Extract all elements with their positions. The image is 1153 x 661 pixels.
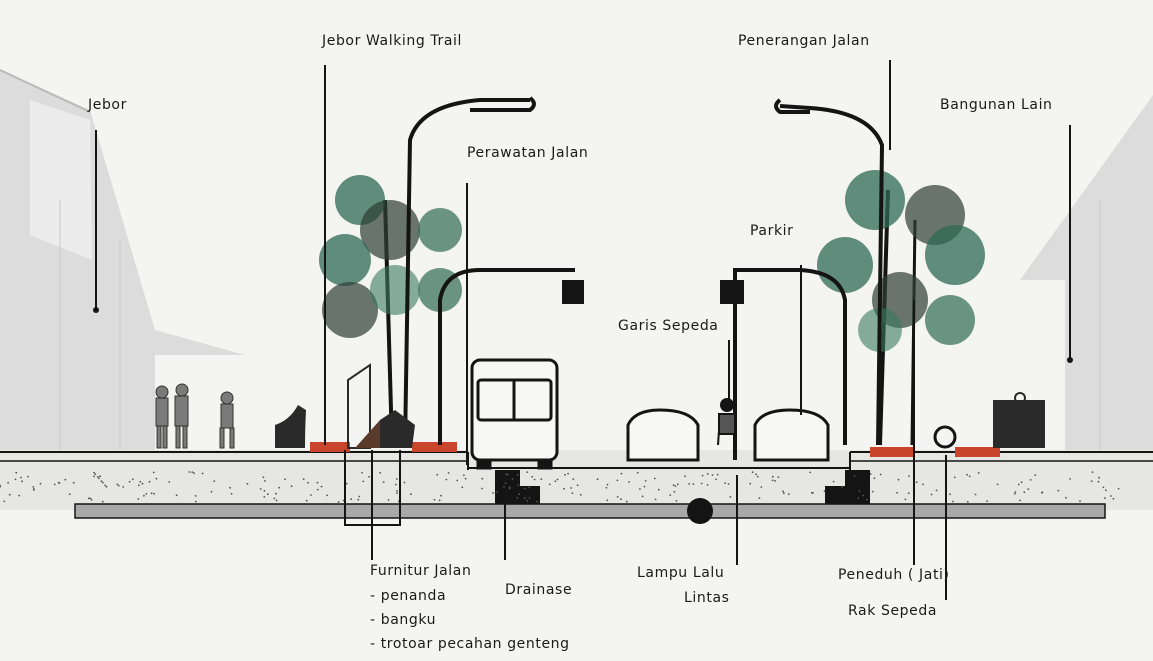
leader-dots	[93, 307, 1073, 363]
cyclist	[717, 398, 737, 446]
planter-boxes	[310, 442, 1000, 457]
leader-lines	[95, 60, 1071, 600]
label-penanda: - penanda	[370, 588, 447, 604]
parked-car-left	[626, 408, 700, 462]
tree-right	[817, 170, 985, 446]
bus	[470, 358, 559, 470]
bike-rack	[933, 425, 957, 449]
label-jebor-walking-trail: Jebor Walking Trail	[322, 33, 463, 49]
label-bangunan-lain: Bangunan Lain	[940, 97, 1053, 113]
trash-bin	[993, 392, 1045, 448]
label-peneduh: Peneduh ( Jati)	[838, 567, 950, 583]
label-rak-sepeda: Rak Sepeda	[848, 603, 938, 619]
bangunan-lain-building-right	[1020, 95, 1153, 450]
label-penerangan-jalan: Penerangan Jalan	[738, 33, 870, 49]
label-trotoar: - trotoar pecahan genteng	[370, 636, 570, 652]
label-parkir: Parkir	[750, 223, 794, 239]
label-lintas: Lintas	[684, 590, 730, 606]
label-drainase: Drainase	[505, 582, 573, 598]
label-garis-sepeda: Garis Sepeda	[618, 318, 719, 334]
label-perawatan-jalan: Perawatan Jalan	[467, 145, 589, 161]
pedestrians	[155, 383, 235, 449]
street-furniture	[275, 363, 415, 449]
jebor-building-left	[0, 69, 245, 450]
label-jebor: Jebor	[88, 97, 127, 113]
traffic-light-left	[438, 268, 584, 445]
street-light-left	[403, 96, 536, 446]
road-cross-section	[0, 450, 1153, 524]
parked-car-right	[753, 408, 830, 462]
label-furnitur-jalan: Furnitur Jalan	[370, 563, 472, 579]
label-lampu-lalu: Lampu Lalu	[637, 565, 725, 581]
label-bangku: - bangku	[370, 612, 437, 628]
street-light-right	[774, 98, 885, 446]
